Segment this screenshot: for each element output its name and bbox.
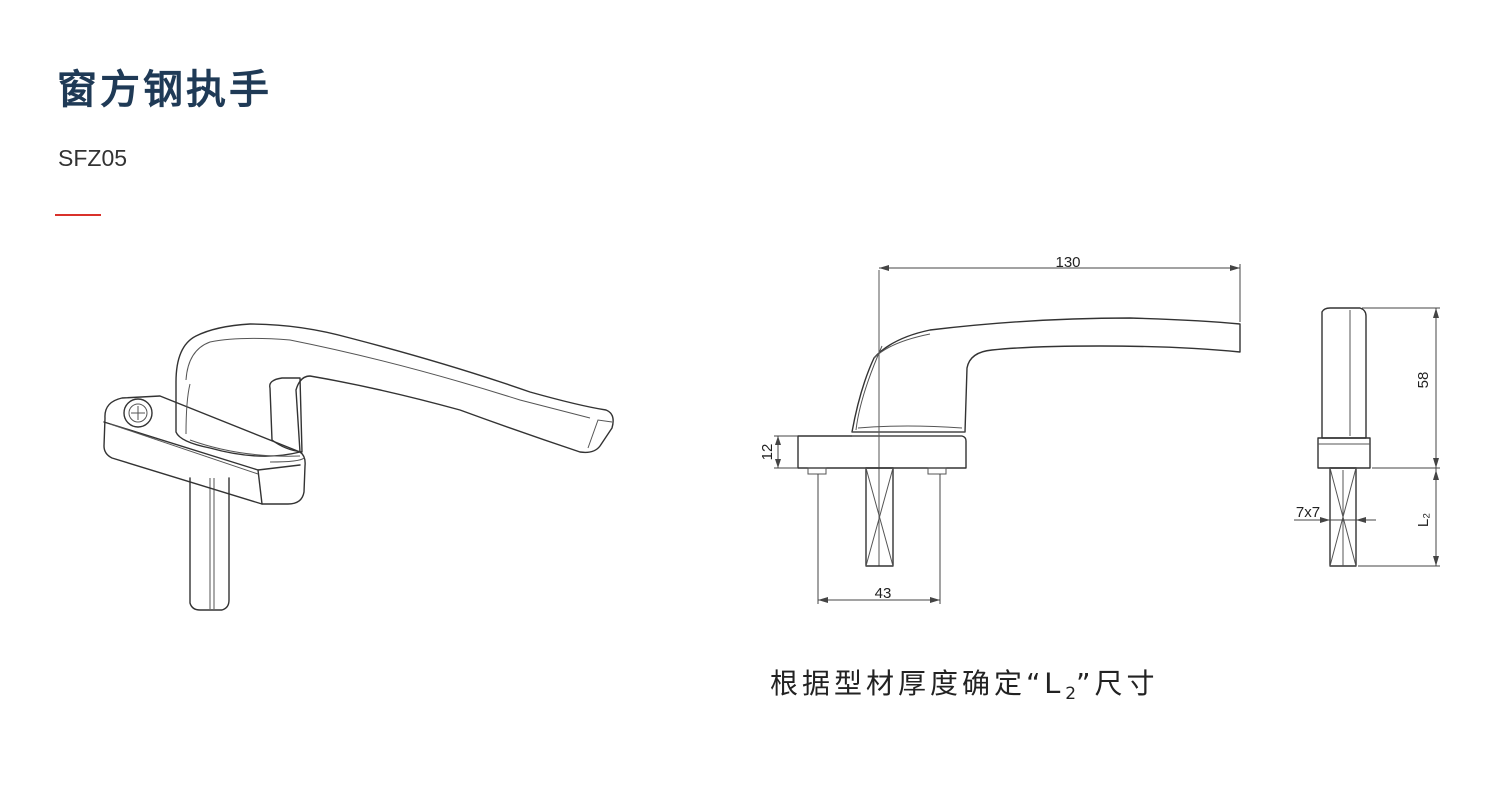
page-title: 窗方钢执手 bbox=[57, 67, 272, 113]
accent-divider bbox=[55, 214, 101, 216]
dim-base-height: 12 bbox=[759, 444, 776, 461]
dim-total-height: 58 bbox=[1415, 372, 1432, 389]
front-view: 130 12 43 bbox=[759, 254, 1241, 604]
handle-illustration bbox=[103, 323, 614, 611]
dim-overall-length: 130 bbox=[1055, 254, 1080, 271]
note-subscript: 2 bbox=[1065, 684, 1077, 704]
note-symbol: L bbox=[1044, 667, 1066, 700]
dim-spindle-size: 7x7 bbox=[1296, 504, 1320, 521]
dim-spindle-length: L₂ bbox=[1415, 513, 1432, 527]
model-number: SFZ05 bbox=[58, 145, 128, 171]
note-text-after: ”尺寸 bbox=[1076, 667, 1159, 700]
dim-base-width: 43 bbox=[875, 585, 892, 602]
note-text-before: 根据型材厚度确定“ bbox=[770, 667, 1045, 700]
l2-note: 根据型材厚度确定“L2”尺寸 bbox=[770, 664, 1159, 714]
side-view: 58 L₂ 7x7 bbox=[1294, 307, 1440, 567]
